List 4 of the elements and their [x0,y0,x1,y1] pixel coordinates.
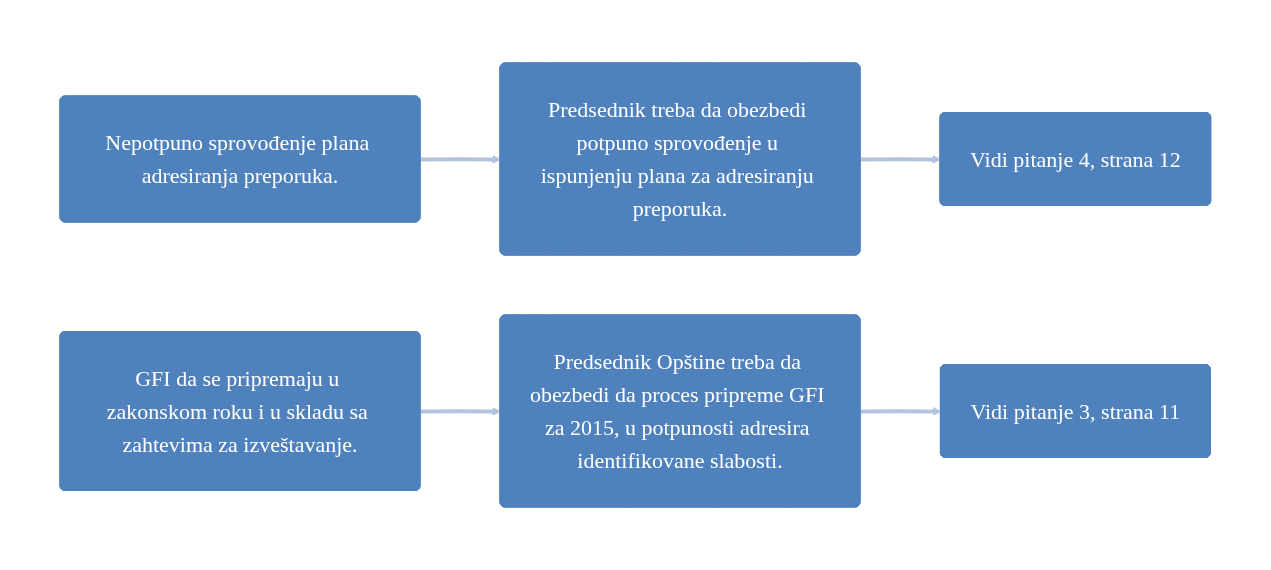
arrow [860,155,942,164]
arrow [420,407,502,416]
arrow [860,407,942,416]
arrow [420,155,502,164]
